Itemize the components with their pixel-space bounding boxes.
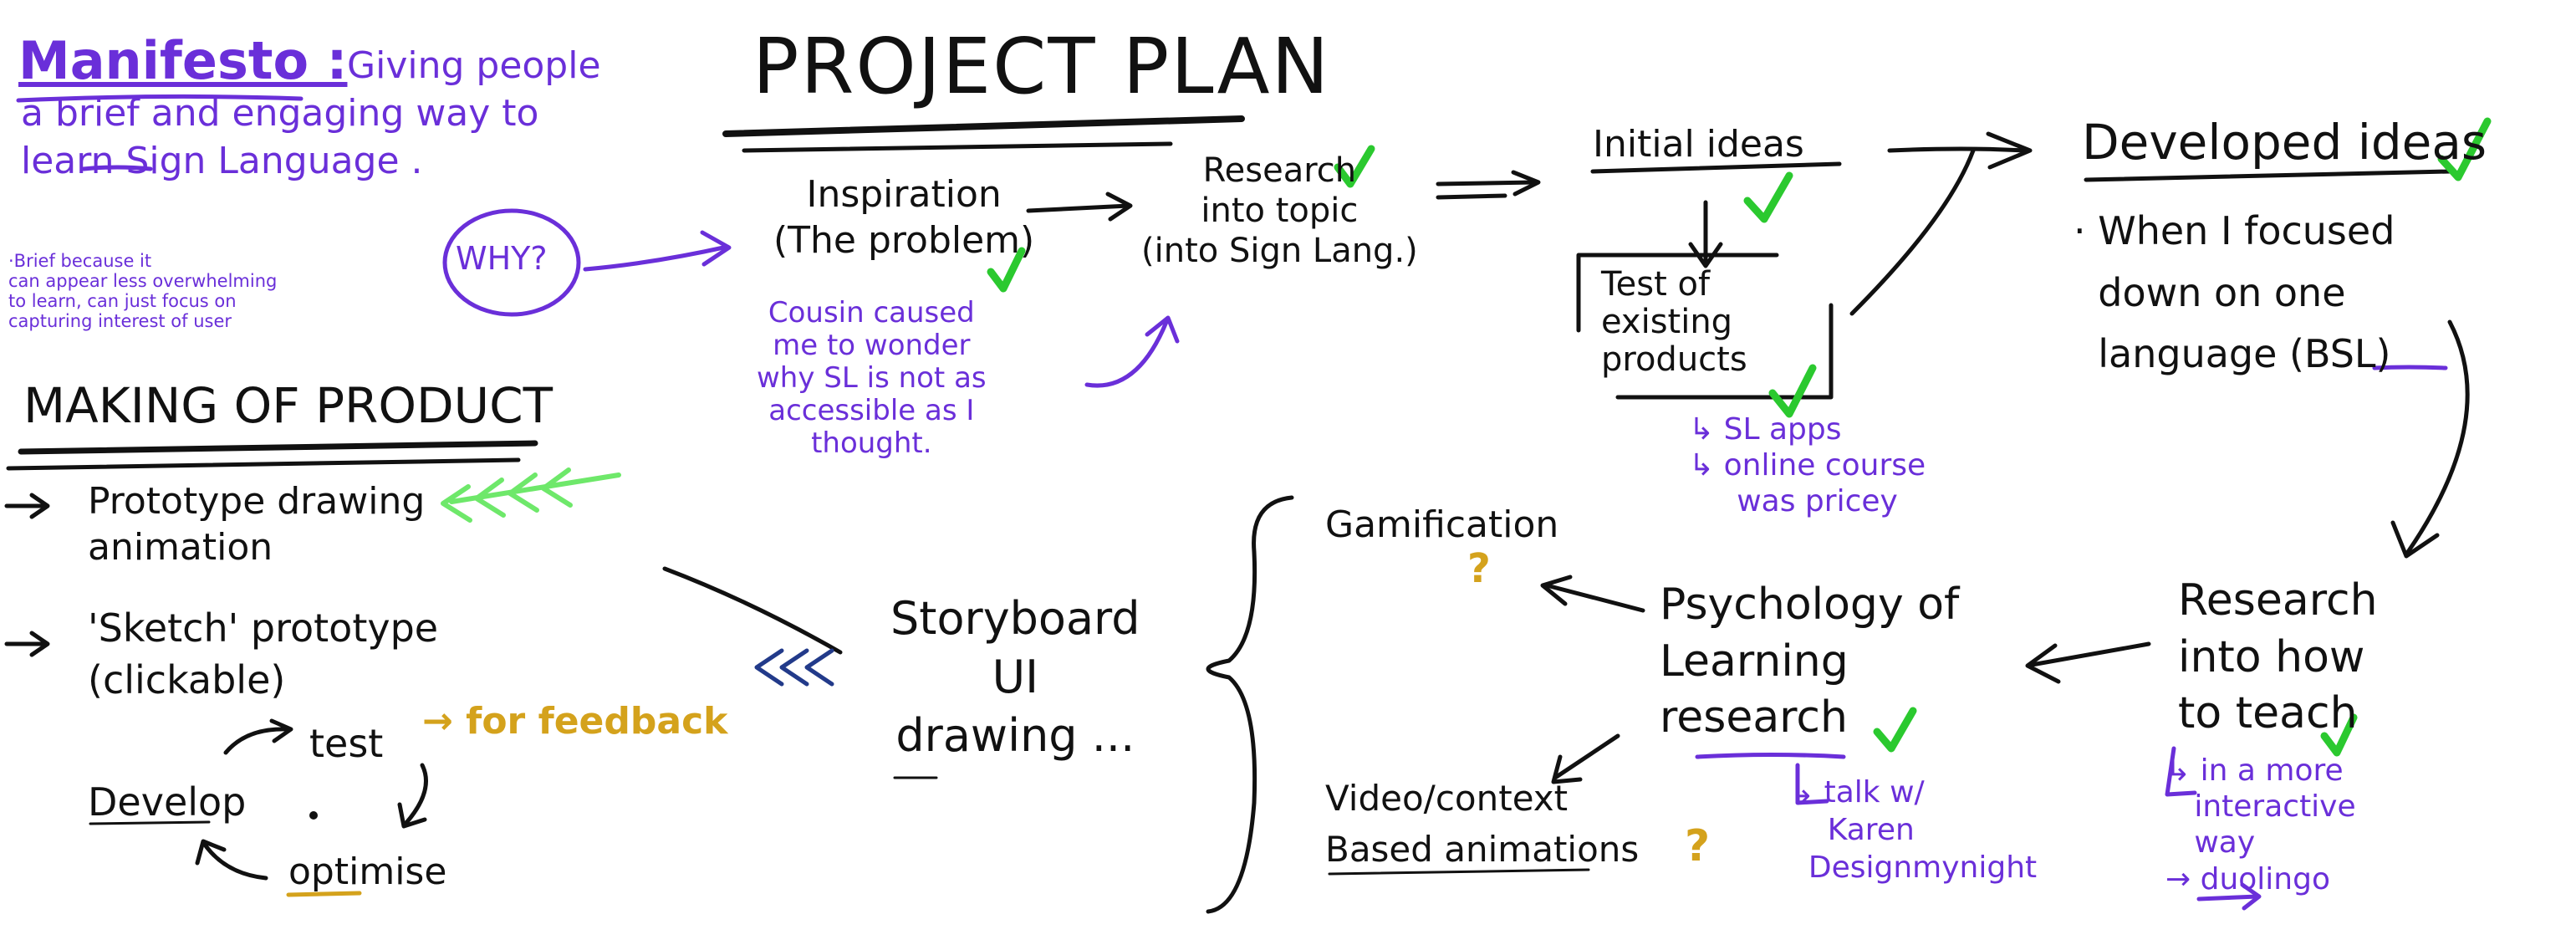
tick-inspiration [987, 247, 1026, 293]
teach-note-hook [2165, 746, 2197, 797]
plan-underline-2 [742, 141, 1173, 153]
psych-note: ↳ talk w/ Karen Designmynight [1789, 775, 2038, 885]
bullet-arrow-1 [4, 493, 50, 519]
manifesto-title: Manifesto : [18, 30, 348, 91]
cousin-note: Cousin caused me to wonder why SL is not… [757, 296, 987, 461]
project-plan-title: PROJECT PLAN [752, 22, 1331, 111]
for-feedback-label: → for feedback [422, 700, 728, 743]
making-underline-1 [18, 440, 538, 455]
psych-underline [1695, 753, 1846, 759]
gamification-node: Gamification [1325, 503, 1559, 546]
why-arrowhead [700, 230, 732, 267]
initial-underline [1590, 161, 1842, 174]
video-node: Video/context Based animations [1325, 778, 1640, 870]
inspiration-node: Inspiration (The problem) [773, 173, 1035, 262]
psychology-node: Psychology of Learning research [1660, 580, 1960, 743]
sketch-prototype-item: 'Sketch' prototype (clickable) [88, 605, 439, 703]
arrow-test-developed [1849, 148, 1976, 316]
initial-ideas-node: Initial ideas [1593, 123, 1804, 166]
why-arrow [583, 244, 730, 272]
bsl-underline [2372, 365, 2448, 370]
separator-curve [662, 566, 843, 655]
cycle-test: test [309, 721, 384, 766]
research-topic-node: Research into topic (into Sign Lang.) [1141, 151, 1418, 270]
test-notes: ↳ SL apps ↳ online course was pricey [1689, 412, 1926, 519]
research-teach-node: Research into how to teach [2178, 575, 2378, 739]
optimise-underline [286, 891, 362, 897]
cycle-develop: Develop [88, 779, 247, 825]
manifesto-text: Giving people a brief and engaging way t… [21, 44, 601, 183]
psych-note-hook [1795, 763, 1829, 805]
cycle-arrow-test-optimise [403, 763, 428, 826]
arrow-inspiration-research [1026, 203, 1131, 213]
tick-test [1768, 364, 1817, 418]
arrow-developed-research [2405, 319, 2470, 554]
tick-psych [1873, 707, 1917, 753]
storyboard-brace [1206, 495, 1294, 914]
making-underline-2 [6, 457, 521, 471]
why-label: WHY? [456, 240, 548, 277]
tick-research [1334, 145, 1375, 188]
developed-ideas-node: Developed ideas [2082, 114, 2487, 171]
test-box [1576, 253, 1834, 400]
tick-initial [1743, 171, 1793, 223]
duolingo-arrow [2196, 894, 2260, 901]
prototype-drawing-item: Prototype drawing animation [88, 480, 426, 569]
arrow-research-initial [1436, 180, 1537, 186]
manifesto-underline [16, 94, 304, 103]
arrow-initial-developed [1887, 146, 2026, 153]
developed-underline [2084, 169, 2452, 182]
manifesto-note: ·Brief because it can appear less overwh… [8, 251, 278, 332]
tick-developed [2437, 117, 2492, 181]
cycle-arrow-develop-test [223, 727, 291, 755]
why-circle [442, 208, 581, 317]
brief-underline [81, 165, 153, 171]
arrow-research-psych [2029, 641, 2151, 667]
plan-underline-1 [722, 115, 1245, 137]
cycle-optimise: optimise [288, 850, 447, 893]
test-existing-node: Test of existing products [1601, 265, 1747, 379]
tick-teach [2320, 713, 2358, 757]
storyboard-node: Storyboard UI drawing ... [890, 592, 1140, 763]
gamification-question: ? [1467, 545, 1491, 592]
cycle-arrow-optimise-develop [202, 842, 268, 881]
teach-note: ↳ in a more interactive way → duolingo [2165, 753, 2356, 896]
video-question: ? [1685, 821, 1711, 871]
arrow-cousin-research [1084, 319, 1169, 388]
bullet-arrow-2 [4, 631, 50, 657]
developed-note: · When I focused down on one language (B… [2074, 208, 2395, 377]
arrow-psych-gamification [1544, 583, 1645, 613]
making-of-product-title: MAKING OF PRODUCT [23, 377, 553, 434]
arrow-psych-video [1553, 733, 1620, 780]
